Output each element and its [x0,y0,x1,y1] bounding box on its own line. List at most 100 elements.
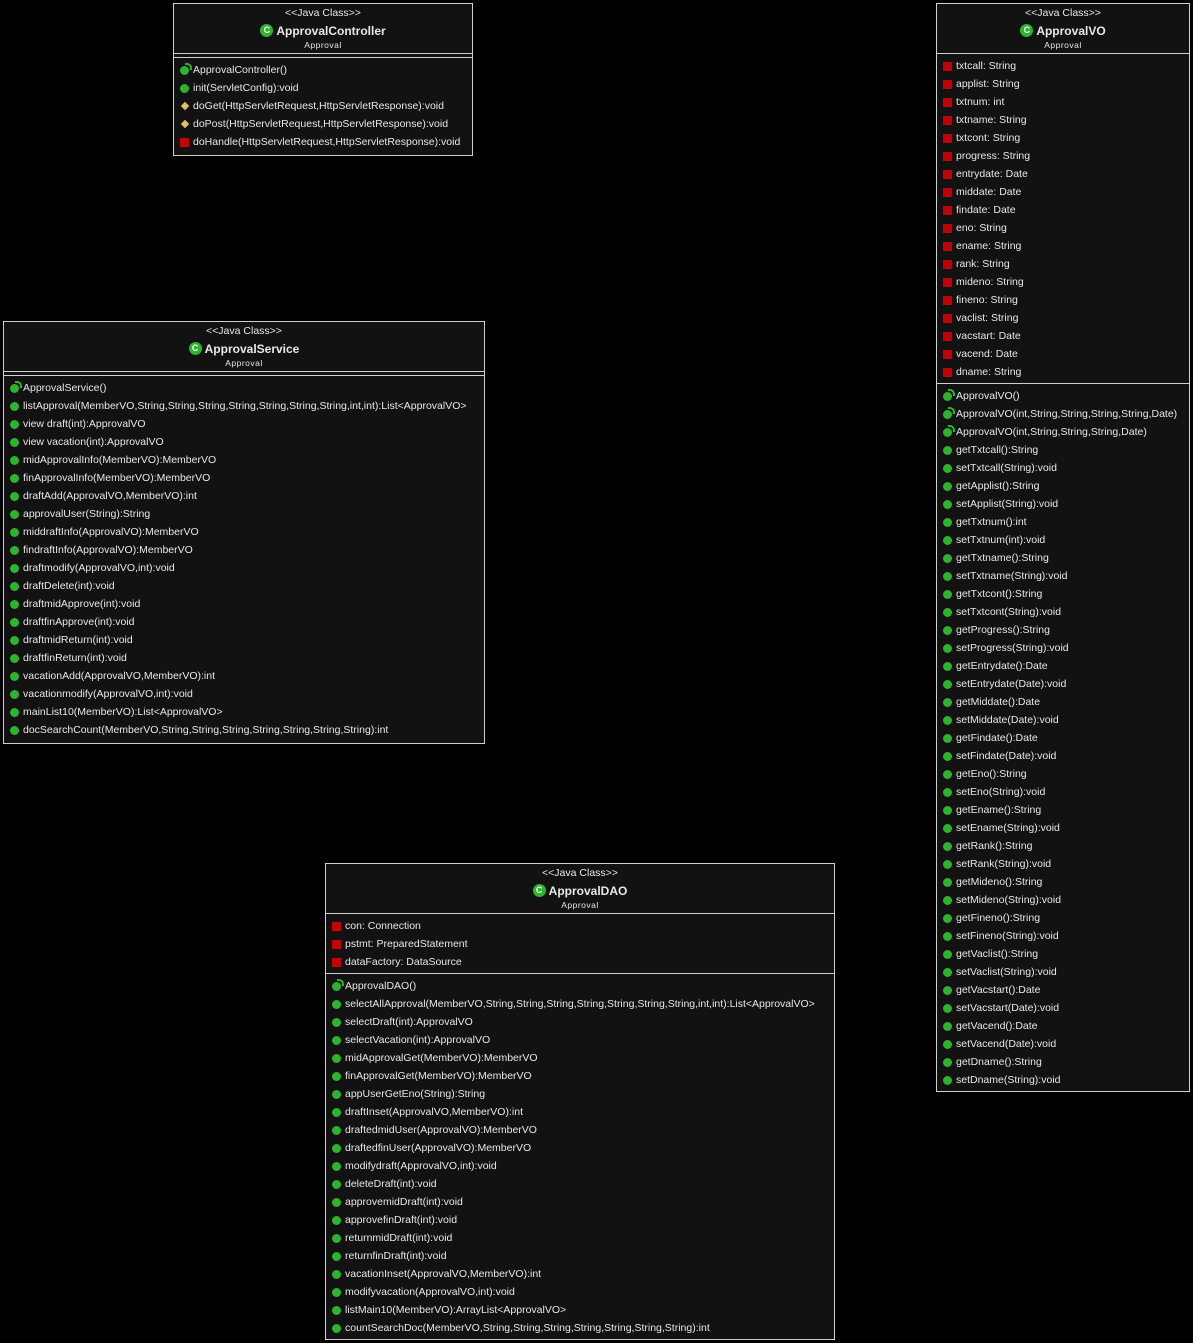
class-box-approval-controller[interactable]: <<Java Class>> C ApprovalController Appr… [173,3,473,156]
method-row[interactable]: ApprovalVO() [943,387,1189,405]
attribute-row[interactable]: dname: String [943,363,1189,381]
method-row[interactable]: modifydraft(ApprovalVO,int):void [332,1157,834,1175]
method-row[interactable]: listApproval(MemberVO,String,String,Stri… [10,397,484,415]
method-row[interactable]: approvalUser(String):String [10,505,484,523]
method-row[interactable]: getMiddate():Date [943,693,1189,711]
attribute-row[interactable]: findate: Date [943,201,1189,219]
attribute-row[interactable]: vacstart: Date [943,327,1189,345]
method-row[interactable]: getVacstart():Date [943,981,1189,999]
method-row[interactable]: getTxtcont():String [943,585,1189,603]
method-row[interactable]: ApprovalController() [180,61,472,79]
attribute-row[interactable]: vaclist: String [943,309,1189,327]
method-row[interactable]: deleteDraft(int):void [332,1175,834,1193]
method-row[interactable]: mainList10(MemberVO):List<ApprovalVO> [10,703,484,721]
method-row[interactable]: setFineno(String):void [943,927,1189,945]
method-row[interactable]: setDname(String):void [943,1071,1189,1089]
method-row[interactable]: vacationInset(ApprovalVO,MemberVO):int [332,1265,834,1283]
method-row[interactable]: getFindate():Date [943,729,1189,747]
method-row[interactable]: setProgress(String):void [943,639,1189,657]
method-row[interactable]: getEntrydate():Date [943,657,1189,675]
method-row[interactable]: setTxtcall(String):void [943,459,1189,477]
method-row[interactable]: finApprovalGet(MemberVO):MemberVO [332,1067,834,1085]
attribute-row[interactable]: eno: String [943,219,1189,237]
attribute-row[interactable]: vacend: Date [943,345,1189,363]
method-row[interactable]: getProgress():String [943,621,1189,639]
method-row[interactable]: docSearchCount(MemberVO,String,String,St… [10,721,484,739]
method-row[interactable]: setEno(String):void [943,783,1189,801]
attribute-row[interactable]: mideno: String [943,273,1189,291]
method-row[interactable]: ApprovalService() [10,379,484,397]
method-row[interactable]: draftmidApprove(int):void [10,595,484,613]
method-row[interactable]: getTxtcall():String [943,441,1189,459]
method-row[interactable]: draftfinReturn(int):void [10,649,484,667]
method-row[interactable]: approvemidDraft(int):void [332,1193,834,1211]
method-row[interactable]: vacationmodify(ApprovalVO,int):void [10,685,484,703]
method-row[interactable]: midApprovalGet(MemberVO):MemberVO [332,1049,834,1067]
method-row[interactable]: returnmidDraft(int):void [332,1229,834,1247]
attribute-row[interactable]: progress: String [943,147,1189,165]
method-row[interactable]: getApplist():String [943,477,1189,495]
attribute-row[interactable]: pstmt: PreparedStatement [332,935,834,953]
method-row[interactable]: midApprovalInfo(MemberVO):MemberVO [10,451,484,469]
method-row[interactable]: draftedmidUser(ApprovalVO):MemberVO [332,1121,834,1139]
method-row[interactable]: draftAdd(ApprovalVO,MemberVO):int [10,487,484,505]
attribute-row[interactable]: txtcont: String [943,129,1189,147]
method-row[interactable]: countSearchDoc(MemberVO,String,String,St… [332,1319,834,1337]
method-row[interactable]: draftInset(ApprovalVO,MemberVO):int [332,1103,834,1121]
method-row[interactable]: findraftInfo(ApprovalVO):MemberVO [10,541,484,559]
method-row[interactable]: setVaclist(String):void [943,963,1189,981]
method-row[interactable]: modifyvacation(ApprovalVO,int):void [332,1283,834,1301]
method-row[interactable]: getEname():String [943,801,1189,819]
method-row[interactable]: draftedfinUser(ApprovalVO):MemberVO [332,1139,834,1157]
attribute-row[interactable]: dataFactory: DataSource [332,953,834,971]
method-row[interactable]: selectDraft(int):ApprovalVO [332,1013,834,1031]
attribute-row[interactable]: con: Connection [332,917,834,935]
method-row[interactable]: setTxtname(String):void [943,567,1189,585]
method-row[interactable]: setRank(String):void [943,855,1189,873]
method-row[interactable]: draftmidReturn(int):void [10,631,484,649]
attribute-row[interactable]: txtcall: String [943,57,1189,75]
method-row[interactable]: getMideno():String [943,873,1189,891]
attribute-row[interactable]: entrydate: Date [943,165,1189,183]
method-row[interactable]: getTxtnum():int [943,513,1189,531]
attribute-row[interactable]: txtname: String [943,111,1189,129]
method-row[interactable]: finApprovalInfo(MemberVO):MemberVO [10,469,484,487]
method-row[interactable]: ApprovalVO(int,String,String,String,Stri… [943,405,1189,423]
method-row[interactable]: view vacation(int):ApprovalVO [10,433,484,451]
method-row[interactable]: getTxtname():String [943,549,1189,567]
method-row[interactable]: setEname(String):void [943,819,1189,837]
class-box-approval-vo[interactable]: <<Java Class>> C ApprovalVO Approval txt… [936,3,1190,1092]
method-row[interactable]: selectVacation(int):ApprovalVO [332,1031,834,1049]
method-row[interactable]: doHandle(HttpServletRequest,HttpServletR… [180,133,472,151]
method-row[interactable]: middraftInfo(ApprovalVO):MemberVO [10,523,484,541]
attribute-row[interactable]: applist: String [943,75,1189,93]
method-row[interactable]: approvefinDraft(int):void [332,1211,834,1229]
method-row[interactable]: getVacend():Date [943,1017,1189,1035]
method-row[interactable]: ApprovalVO(int,String,String,String,Date… [943,423,1189,441]
method-row[interactable]: draftDelete(int):void [10,577,484,595]
method-row[interactable]: listMain10(MemberVO):ArrayList<ApprovalV… [332,1301,834,1319]
method-row[interactable]: setMideno(String):void [943,891,1189,909]
method-row[interactable]: draftmodify(ApprovalVO,int):void [10,559,484,577]
method-row[interactable]: setMiddate(Date):void [943,711,1189,729]
method-row[interactable]: doPost(HttpServletRequest,HttpServletRes… [180,115,472,133]
attribute-row[interactable]: middate: Date [943,183,1189,201]
method-row[interactable]: appUserGetEno(String):String [332,1085,834,1103]
method-row[interactable]: getEno():String [943,765,1189,783]
method-row[interactable]: getRank():String [943,837,1189,855]
method-row[interactable]: getVaclist():String [943,945,1189,963]
method-row[interactable]: returnfinDraft(int):void [332,1247,834,1265]
attribute-row[interactable]: rank: String [943,255,1189,273]
attribute-row[interactable]: ename: String [943,237,1189,255]
method-row[interactable]: view draft(int):ApprovalVO [10,415,484,433]
method-row[interactable]: getFineno():String [943,909,1189,927]
method-row[interactable]: vacationAdd(ApprovalVO,MemberVO):int [10,667,484,685]
method-row[interactable]: setTxtcont(String):void [943,603,1189,621]
attribute-row[interactable]: txtnum: int [943,93,1189,111]
method-row[interactable]: doGet(HttpServletRequest,HttpServletResp… [180,97,472,115]
method-row[interactable]: setApplist(String):void [943,495,1189,513]
class-box-approval-dao[interactable]: <<Java Class>> C ApprovalDAO Approval co… [325,863,835,1340]
method-row[interactable]: ApprovalDAO() [332,977,834,995]
method-row[interactable]: setVacstart(Date):void [943,999,1189,1017]
attribute-row[interactable]: fineno: String [943,291,1189,309]
